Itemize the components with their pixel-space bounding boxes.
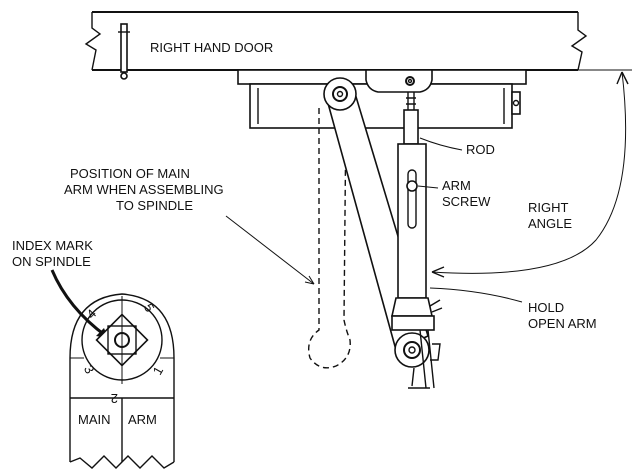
rod-bracket: [365, 69, 433, 110]
main-arm-assembly-position: [307, 107, 351, 369]
hold-open-arm-label-line2: OPEN ARM: [528, 316, 597, 331]
arm-screw: [406, 180, 418, 192]
hold-open-arm-label-line1: HOLD: [528, 300, 564, 315]
spindle-detail: [50, 269, 175, 469]
elbow-joint: [394, 329, 441, 389]
right-hand-door-label: RIGHT HAND DOOR: [150, 40, 273, 55]
spindle-number-5: 5: [141, 301, 158, 315]
arm-screw-label-line1: ARM: [442, 178, 471, 193]
spindle-number-1: 1: [150, 364, 167, 378]
position-main-arm-label-line2: ARM WHEN ASSEMBLING: [64, 182, 224, 197]
leader-lines: [225, 137, 523, 303]
hold-open-arm: [391, 143, 443, 331]
position-main-arm-label-line1: POSITION OF MAIN: [70, 166, 190, 181]
rod: [403, 109, 419, 145]
index-mark-label-line2: ON SPINDLE: [12, 254, 91, 269]
right-angle-arc: [431, 71, 627, 274]
spindle-number-3: 3: [81, 363, 98, 377]
spindle-number-2: 2: [111, 391, 118, 406]
position-main-arm-label-line3: TO SPINDLE: [116, 198, 193, 213]
index-mark-label-line1: INDEX MARK: [12, 238, 93, 253]
rod-label: ROD: [466, 142, 495, 157]
right-angle-label-line2: ANGLE: [528, 216, 572, 231]
right-angle-label-line1: RIGHT: [528, 200, 569, 215]
arm-screw-label-line2: SCREW: [442, 194, 491, 209]
main-label: MAIN: [78, 412, 111, 427]
arm-label: ARM: [128, 412, 157, 427]
